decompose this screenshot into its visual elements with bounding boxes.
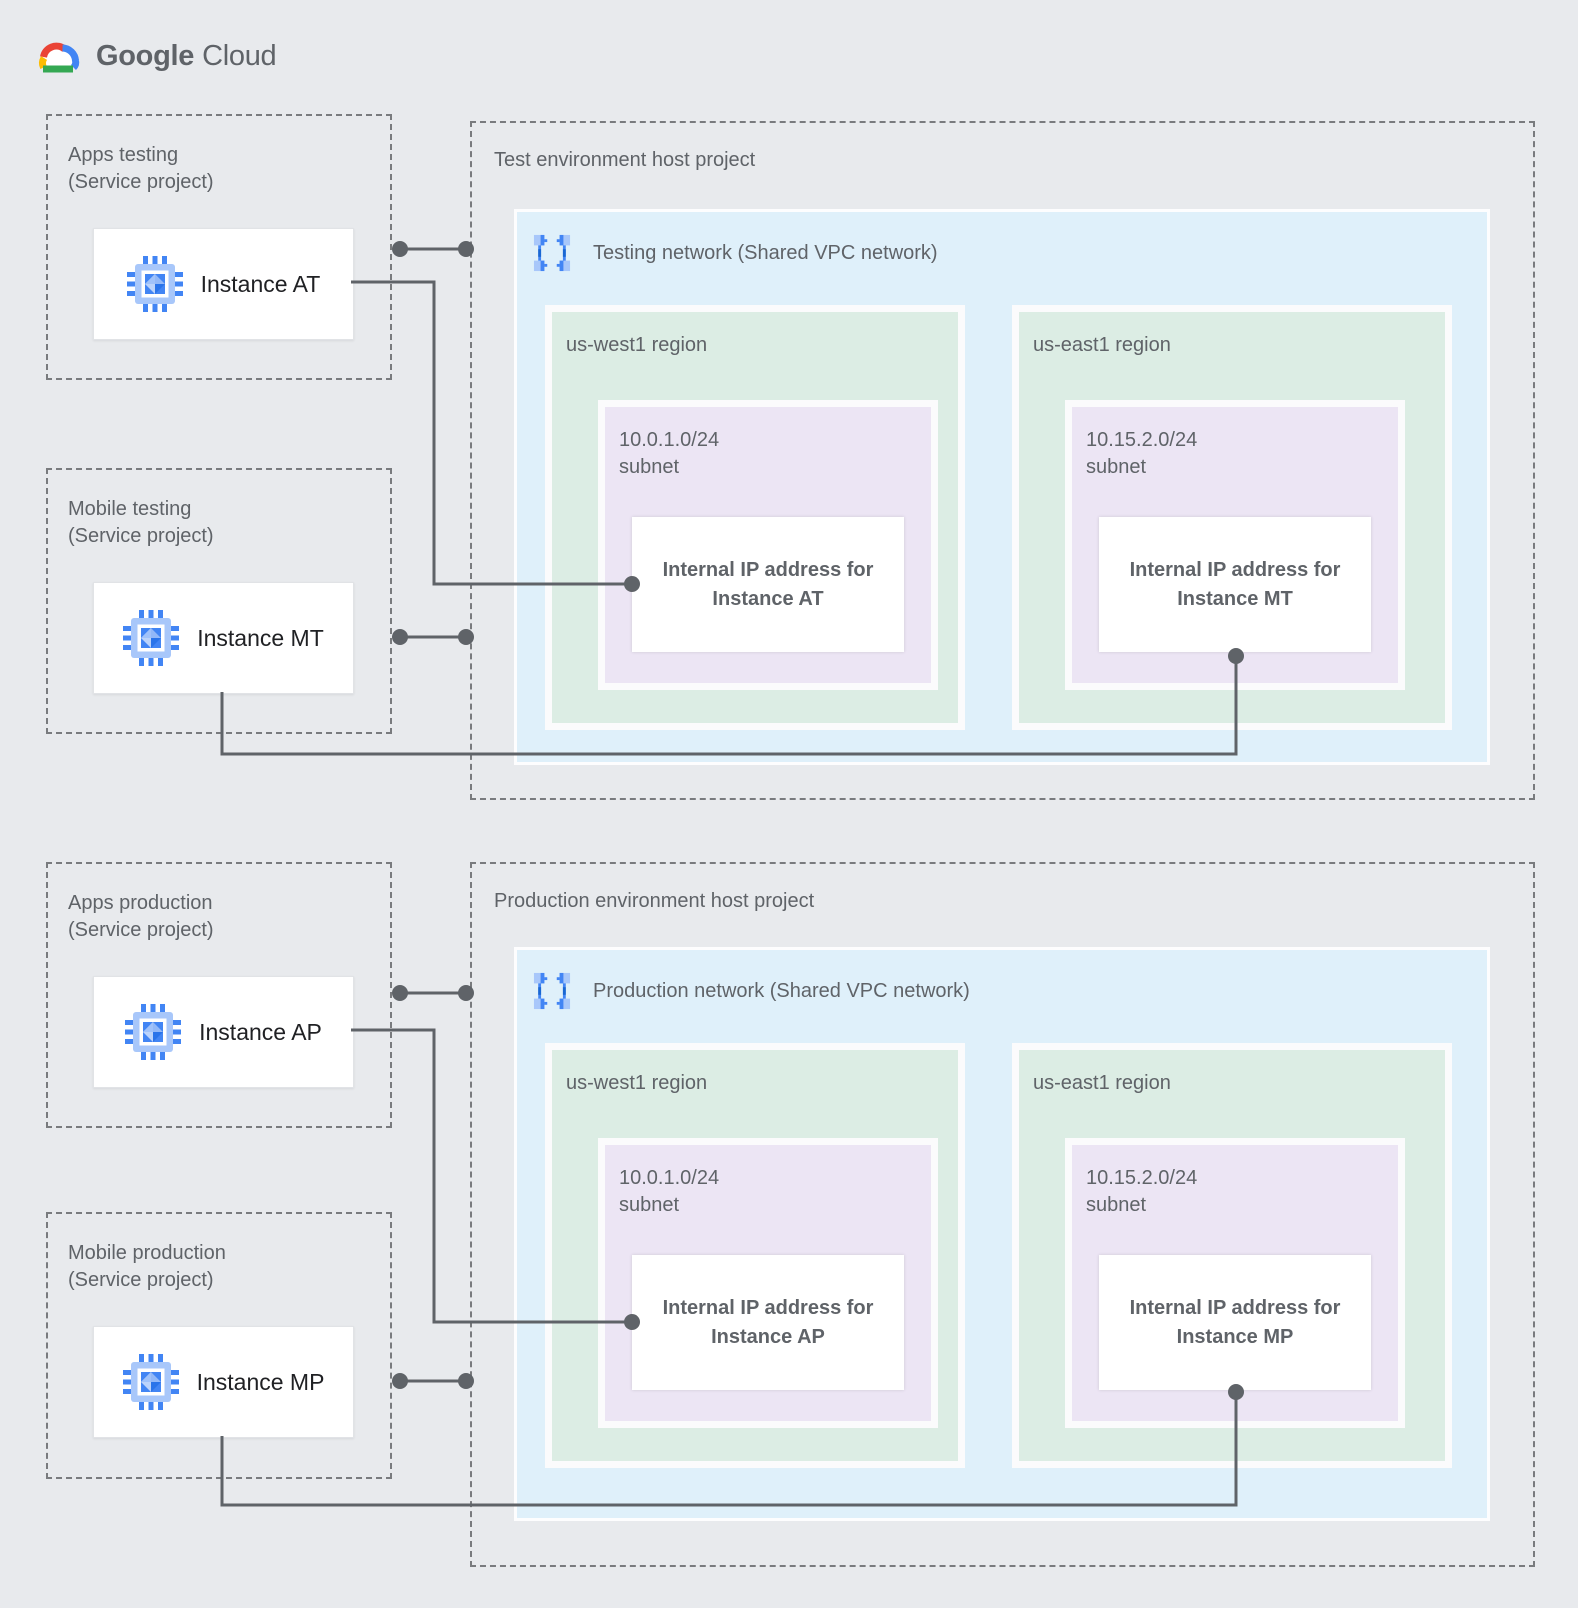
subnet-cidr: 10.0.1.0/24 — [619, 1167, 720, 1189]
instance-name: Instance MP — [196, 1368, 325, 1395]
project-subtitle: (Service project) — [68, 1269, 214, 1291]
region-us-east1-test: us-east1 region 10.15.2.0/24 subnet Inte… — [1012, 305, 1452, 730]
instance-name: Instance AT — [200, 270, 321, 297]
logo-text-cloud: Cloud — [202, 39, 277, 72]
instance-card-mt: Instance MT — [93, 582, 354, 694]
service-project-mobile-testing: Mobile testing (Service project) Instanc… — [46, 468, 392, 734]
service-project-apps-testing: Apps testing (Service project) Instance … — [46, 114, 392, 380]
subnet-label: 10.0.1.0/24 subnet — [619, 427, 719, 481]
internal-ip-card-mt: Internal IP address for Instance MT — [1099, 517, 1371, 652]
instance-card-mp: Instance MP — [93, 1326, 354, 1438]
network-title: Testing network (Shared VPC network) — [593, 241, 938, 264]
subnet-us-west1-test: 10.0.1.0/24 subnet Internal IP address f… — [598, 400, 938, 690]
instance-card-at: Instance AT — [93, 228, 354, 340]
shared-vpc-network-testing: Testing network (Shared VPC network) us-… — [514, 209, 1490, 765]
subnet-word: subnet — [619, 456, 680, 478]
subnet-word: subnet — [1086, 1194, 1147, 1216]
subnet-us-east1-production: 10.15.2.0/24 subnet Internal IP address … — [1065, 1138, 1405, 1428]
host-project-title: Production environment host project — [494, 890, 815, 912]
subnet-label: 10.0.1.0/24 subnet — [619, 1165, 719, 1219]
shared-vpc-network-production: Production network (Shared VPC network) … — [514, 947, 1490, 1521]
service-project-apps-production: Apps production (Service project) Instan… — [46, 862, 392, 1128]
subnet-cidr: 10.15.2.0/24 — [1086, 429, 1198, 451]
region-title: us-west1 region — [566, 334, 708, 356]
network-header: Testing network (Shared VPC network) — [533, 234, 938, 272]
compute-engine-icon — [123, 1354, 179, 1410]
subnet-label: 10.15.2.0/24 subnet — [1086, 427, 1197, 481]
region-title: us-west1 region — [566, 1072, 708, 1094]
host-project-production: Production environment host project Prod… — [470, 862, 1535, 1567]
subnet-cidr: 10.15.2.0/24 — [1086, 1167, 1198, 1189]
subnet-word: subnet — [619, 1194, 680, 1216]
project-title: Apps testing — [68, 144, 179, 166]
service-project-label: Mobile testing (Service project) — [68, 496, 214, 550]
project-title: Mobile production — [68, 1242, 226, 1264]
project-title: Mobile testing — [68, 498, 192, 520]
subnet-label: 10.15.2.0/24 subnet — [1086, 1165, 1197, 1219]
instance-card-ap: Instance AP — [93, 976, 354, 1088]
subnet-us-east1-test: 10.15.2.0/24 subnet Internal IP address … — [1065, 400, 1405, 690]
internal-ip-card-at: Internal IP address for Instance AT — [632, 517, 904, 652]
project-subtitle: (Service project) — [68, 525, 214, 547]
network-title: Production network (Shared VPC network) — [593, 979, 970, 1002]
compute-engine-icon — [127, 256, 183, 312]
region-title: us-east1 region — [1033, 334, 1171, 356]
logo-text-google: Google — [96, 39, 195, 72]
service-project-label: Apps production (Service project) — [68, 890, 214, 944]
internal-ip-card-ap: Internal IP address for Instance AP — [632, 1255, 904, 1390]
region-us-east1-production: us-east1 region 10.15.2.0/24 subnet Inte… — [1012, 1043, 1452, 1468]
subnet-us-west1-production: 10.0.1.0/24 subnet Internal IP address f… — [598, 1138, 938, 1428]
region-us-west1-test: us-west1 region 10.0.1.0/24 subnet Inter… — [545, 305, 965, 730]
google-cloud-icon — [39, 42, 80, 73]
service-project-label: Apps testing (Service project) — [68, 142, 214, 196]
subnet-cidr: 10.0.1.0/24 — [619, 429, 720, 451]
service-project-label: Mobile production (Service project) — [68, 1240, 226, 1294]
compute-engine-icon — [125, 1004, 181, 1060]
subnet-word: subnet — [1086, 456, 1147, 478]
network-header: Production network (Shared VPC network) — [533, 972, 970, 1010]
vpc-network-icon — [533, 234, 571, 272]
project-subtitle: (Service project) — [68, 919, 214, 941]
project-title: Apps production — [68, 892, 213, 914]
instance-name: Instance MT — [197, 624, 324, 651]
vpc-network-icon — [533, 972, 571, 1010]
service-project-mobile-production: Mobile production (Service project) Inst… — [46, 1212, 392, 1479]
region-title: us-east1 region — [1033, 1072, 1171, 1094]
host-project-title: Test environment host project — [494, 149, 756, 171]
host-project-test: Test environment host project Testing ne… — [470, 121, 1535, 800]
compute-engine-icon — [123, 610, 179, 666]
region-us-west1-production: us-west1 region 10.0.1.0/24 subnet Inter… — [545, 1043, 965, 1468]
internal-ip-card-mp: Internal IP address for Instance MP — [1099, 1255, 1371, 1390]
instance-name: Instance AP — [199, 1018, 322, 1045]
project-subtitle: (Service project) — [68, 171, 214, 193]
